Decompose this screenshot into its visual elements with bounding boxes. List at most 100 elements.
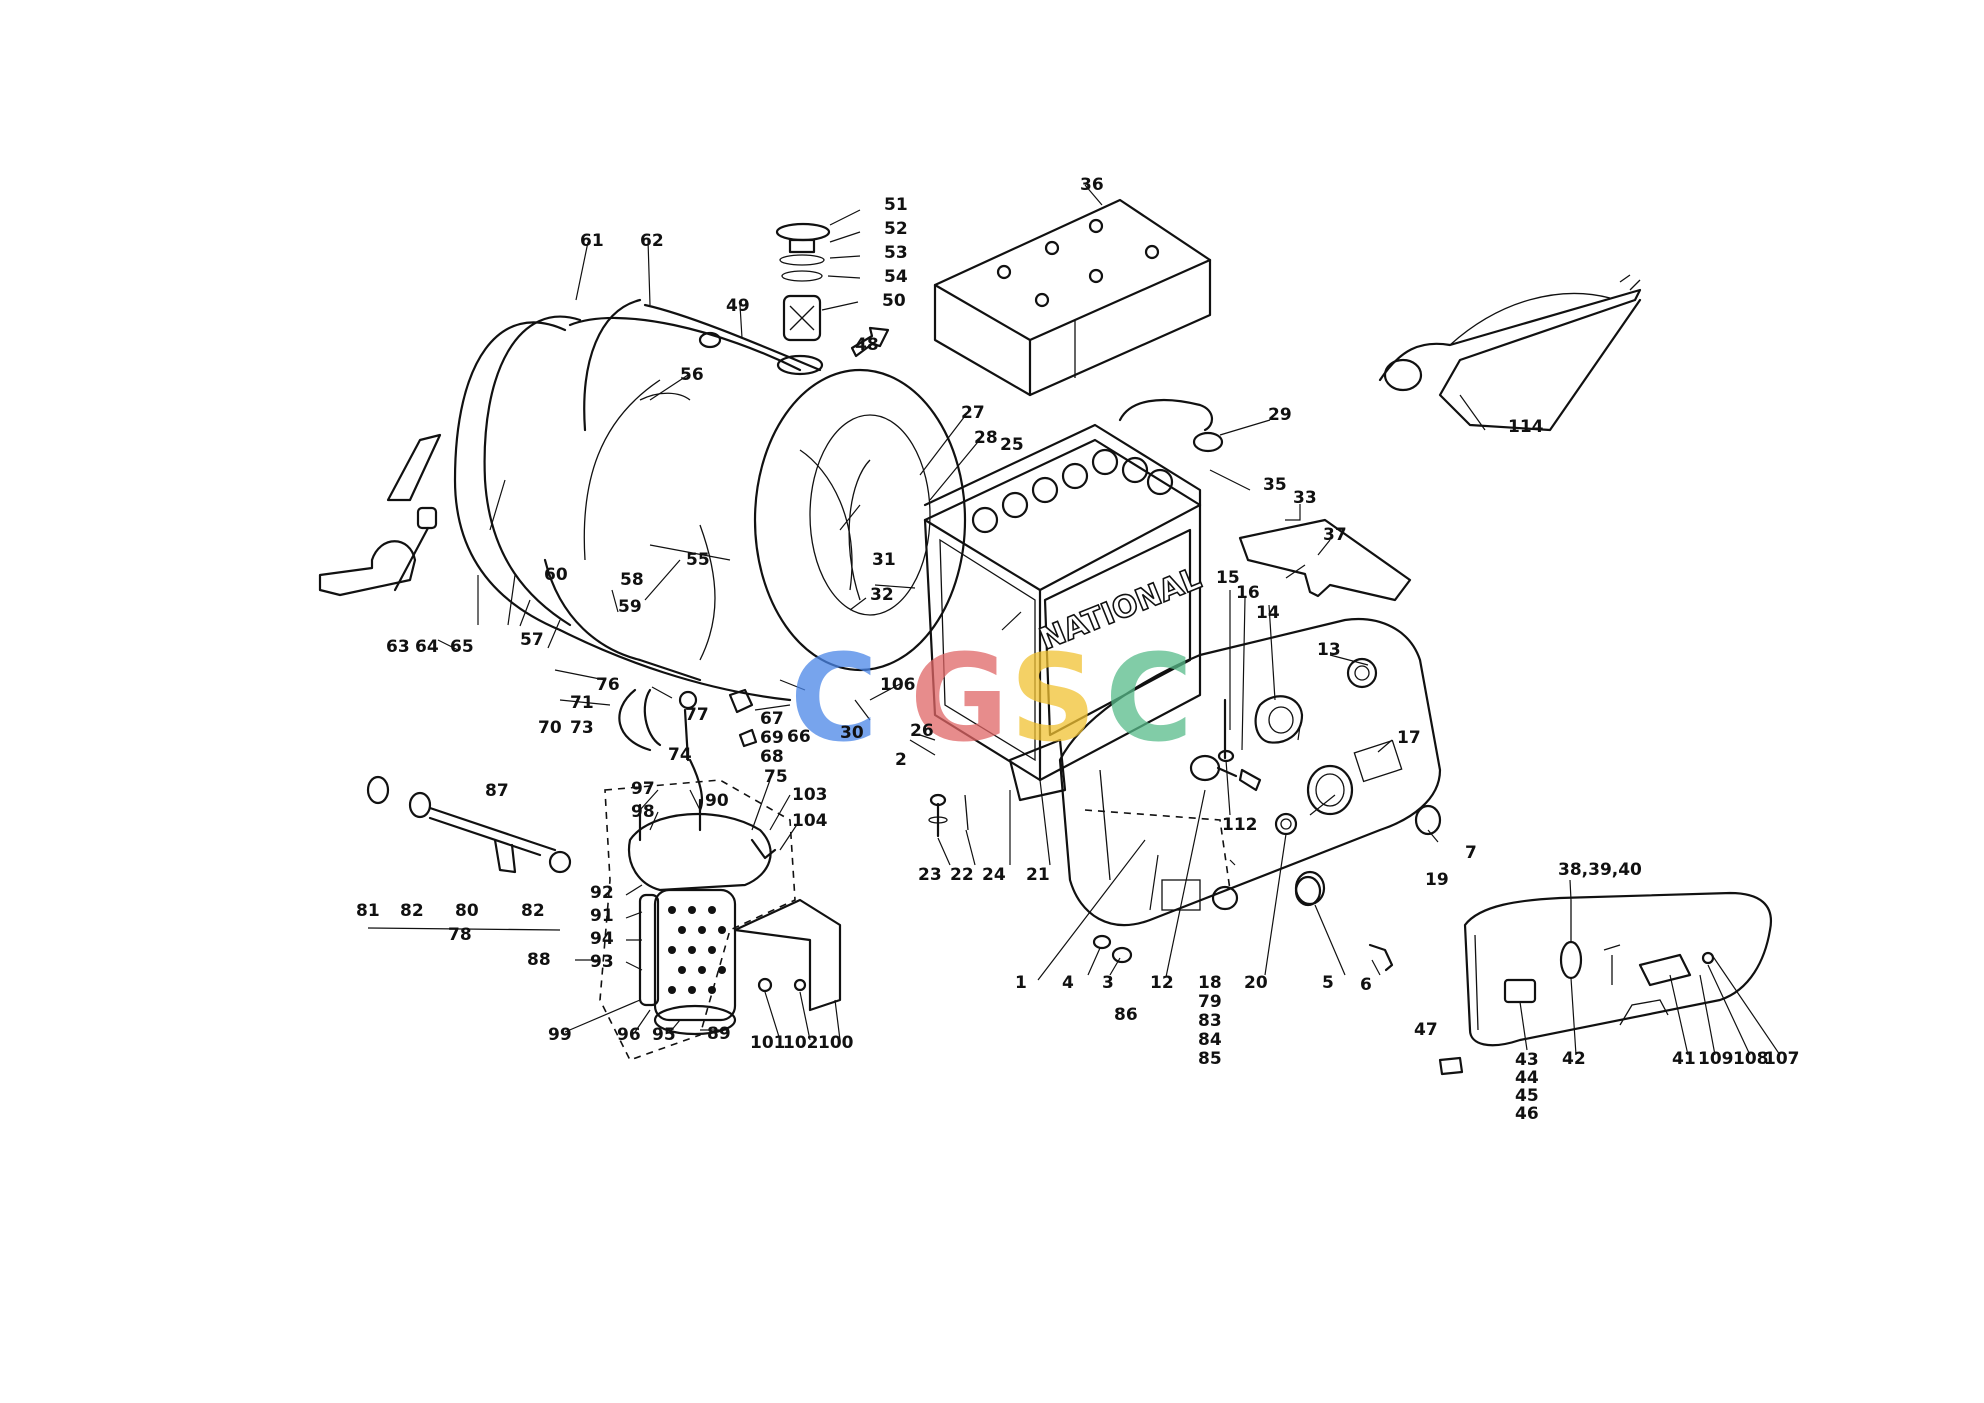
- part-label-15: 35: [1263, 475, 1287, 495]
- lamp-assembly: [1378, 274, 1642, 432]
- part-label-80: 3: [1102, 973, 1114, 993]
- part-label-88: 20: [1244, 973, 1268, 993]
- part-label-8: 62: [640, 231, 664, 251]
- part-label-47: 7: [1465, 843, 1477, 863]
- part-label-89: 5: [1322, 973, 1334, 993]
- watermark-letter-4: C: [1105, 630, 1193, 769]
- part-label-69: 95: [652, 1025, 676, 1045]
- part-label-62: 92: [590, 883, 614, 903]
- part-label-84: 79: [1198, 992, 1222, 1012]
- part-label-24: 57: [520, 630, 544, 650]
- part-label-1: 52: [884, 219, 908, 239]
- part-label-94: 43: [1515, 1050, 1539, 1070]
- part-label-27: 65: [450, 637, 474, 657]
- part-label-76: 24: [982, 865, 1006, 885]
- part-label-83: 18: [1198, 973, 1222, 993]
- part-label-64: 94: [590, 929, 614, 949]
- part-label-6: 36: [1080, 175, 1104, 195]
- part-label-70: 89: [707, 1024, 731, 1044]
- switch-panel: [1438, 891, 1773, 1076]
- part-label-22: 58: [620, 570, 644, 590]
- part-label-36: 66: [787, 727, 811, 747]
- part-label-11: 27: [961, 403, 985, 423]
- part-label-32: 77: [685, 705, 709, 725]
- part-label-10: 56: [680, 365, 704, 385]
- part-label-97: 46: [1515, 1104, 1539, 1124]
- part-label-9: 49: [726, 296, 750, 316]
- part-label-46: 17: [1397, 728, 1421, 748]
- part-label-99: 41: [1672, 1049, 1696, 1069]
- part-label-93: 47: [1414, 1020, 1438, 1040]
- part-label-28: 76: [596, 675, 620, 695]
- part-label-49: 112: [1222, 815, 1258, 835]
- part-label-33: 74: [668, 745, 692, 765]
- part-label-57: 81: [356, 901, 380, 921]
- part-label-66: 88: [527, 950, 551, 970]
- part-label-17: 37: [1323, 525, 1347, 545]
- part-label-92: 38,39,40: [1558, 860, 1642, 880]
- part-label-3: 54: [884, 267, 908, 287]
- part-label-86: 84: [1198, 1030, 1222, 1050]
- part-label-71: 101: [750, 1033, 786, 1053]
- part-label-23: 59: [618, 597, 642, 617]
- part-label-60: 82: [521, 901, 545, 921]
- part-label-12: 28: [974, 428, 998, 448]
- fuel-tank: [453, 298, 967, 702]
- part-label-0: 51: [884, 195, 908, 215]
- part-label-73: 100: [818, 1033, 854, 1053]
- watermark-letter-2: G: [910, 630, 1009, 769]
- part-label-50: 75: [764, 767, 788, 787]
- leader-lines: [437, 184, 1781, 1056]
- front-panel: [1058, 618, 1442, 926]
- part-label-77: 21: [1026, 865, 1050, 885]
- part-label-26: 64: [415, 637, 439, 657]
- part-label-91: 114: [1508, 417, 1544, 437]
- part-label-55: 98: [631, 802, 655, 822]
- part-label-21: 60: [544, 565, 568, 585]
- battery: NATIONAL: [923, 398, 1224, 782]
- watermark-letter-1: C: [790, 630, 878, 769]
- part-label-87: 85: [1198, 1049, 1222, 1069]
- part-label-56: 87: [485, 781, 509, 801]
- part-label-74: 23: [918, 865, 942, 885]
- part-label-101: 108: [1733, 1049, 1769, 1069]
- part-label-2: 53: [884, 243, 908, 263]
- part-label-51: 103: [792, 785, 828, 805]
- part-label-31: 73: [570, 718, 594, 738]
- part-label-48: 19: [1425, 870, 1449, 890]
- part-label-29: 71: [570, 693, 594, 713]
- part-label-16: 33: [1293, 488, 1317, 508]
- part-label-54: 97: [631, 779, 655, 799]
- part-label-30: 70: [538, 718, 562, 738]
- part-label-25: 63: [386, 637, 410, 657]
- part-label-85: 83: [1198, 1011, 1222, 1031]
- part-label-95: 44: [1515, 1068, 1539, 1088]
- part-label-90: 6: [1360, 975, 1372, 995]
- part-label-100: 109: [1698, 1049, 1734, 1069]
- part-label-19: 31: [872, 550, 896, 570]
- part-label-58: 82: [400, 901, 424, 921]
- part-label-52: 104: [792, 811, 828, 831]
- part-label-7: 61: [580, 231, 604, 251]
- part-label-14: 29: [1268, 405, 1292, 425]
- part-label-68: 96: [617, 1025, 641, 1045]
- part-label-39: 30: [840, 723, 864, 743]
- part-label-98: 42: [1562, 1049, 1586, 1069]
- part-label-13: 25: [1000, 435, 1024, 455]
- part-label-53: 90: [705, 791, 729, 811]
- part-label-35: 69: [760, 728, 784, 748]
- part-label-72: 102: [783, 1033, 819, 1053]
- part-label-37: 68: [760, 747, 784, 767]
- part-label-75: 22: [950, 865, 974, 885]
- part-label-102: 107: [1764, 1049, 1800, 1069]
- part-label-40: 26: [910, 721, 934, 741]
- part-label-65: 93: [590, 952, 614, 972]
- part-label-61: 78: [448, 925, 472, 945]
- part-label-67: 99: [548, 1025, 572, 1045]
- part-label-34: 67: [760, 709, 784, 729]
- watermark-letter-3: S: [1010, 630, 1096, 769]
- part-label-18: 55: [686, 550, 710, 570]
- float-arm: [318, 433, 442, 597]
- battery-box-lid: [933, 198, 1212, 397]
